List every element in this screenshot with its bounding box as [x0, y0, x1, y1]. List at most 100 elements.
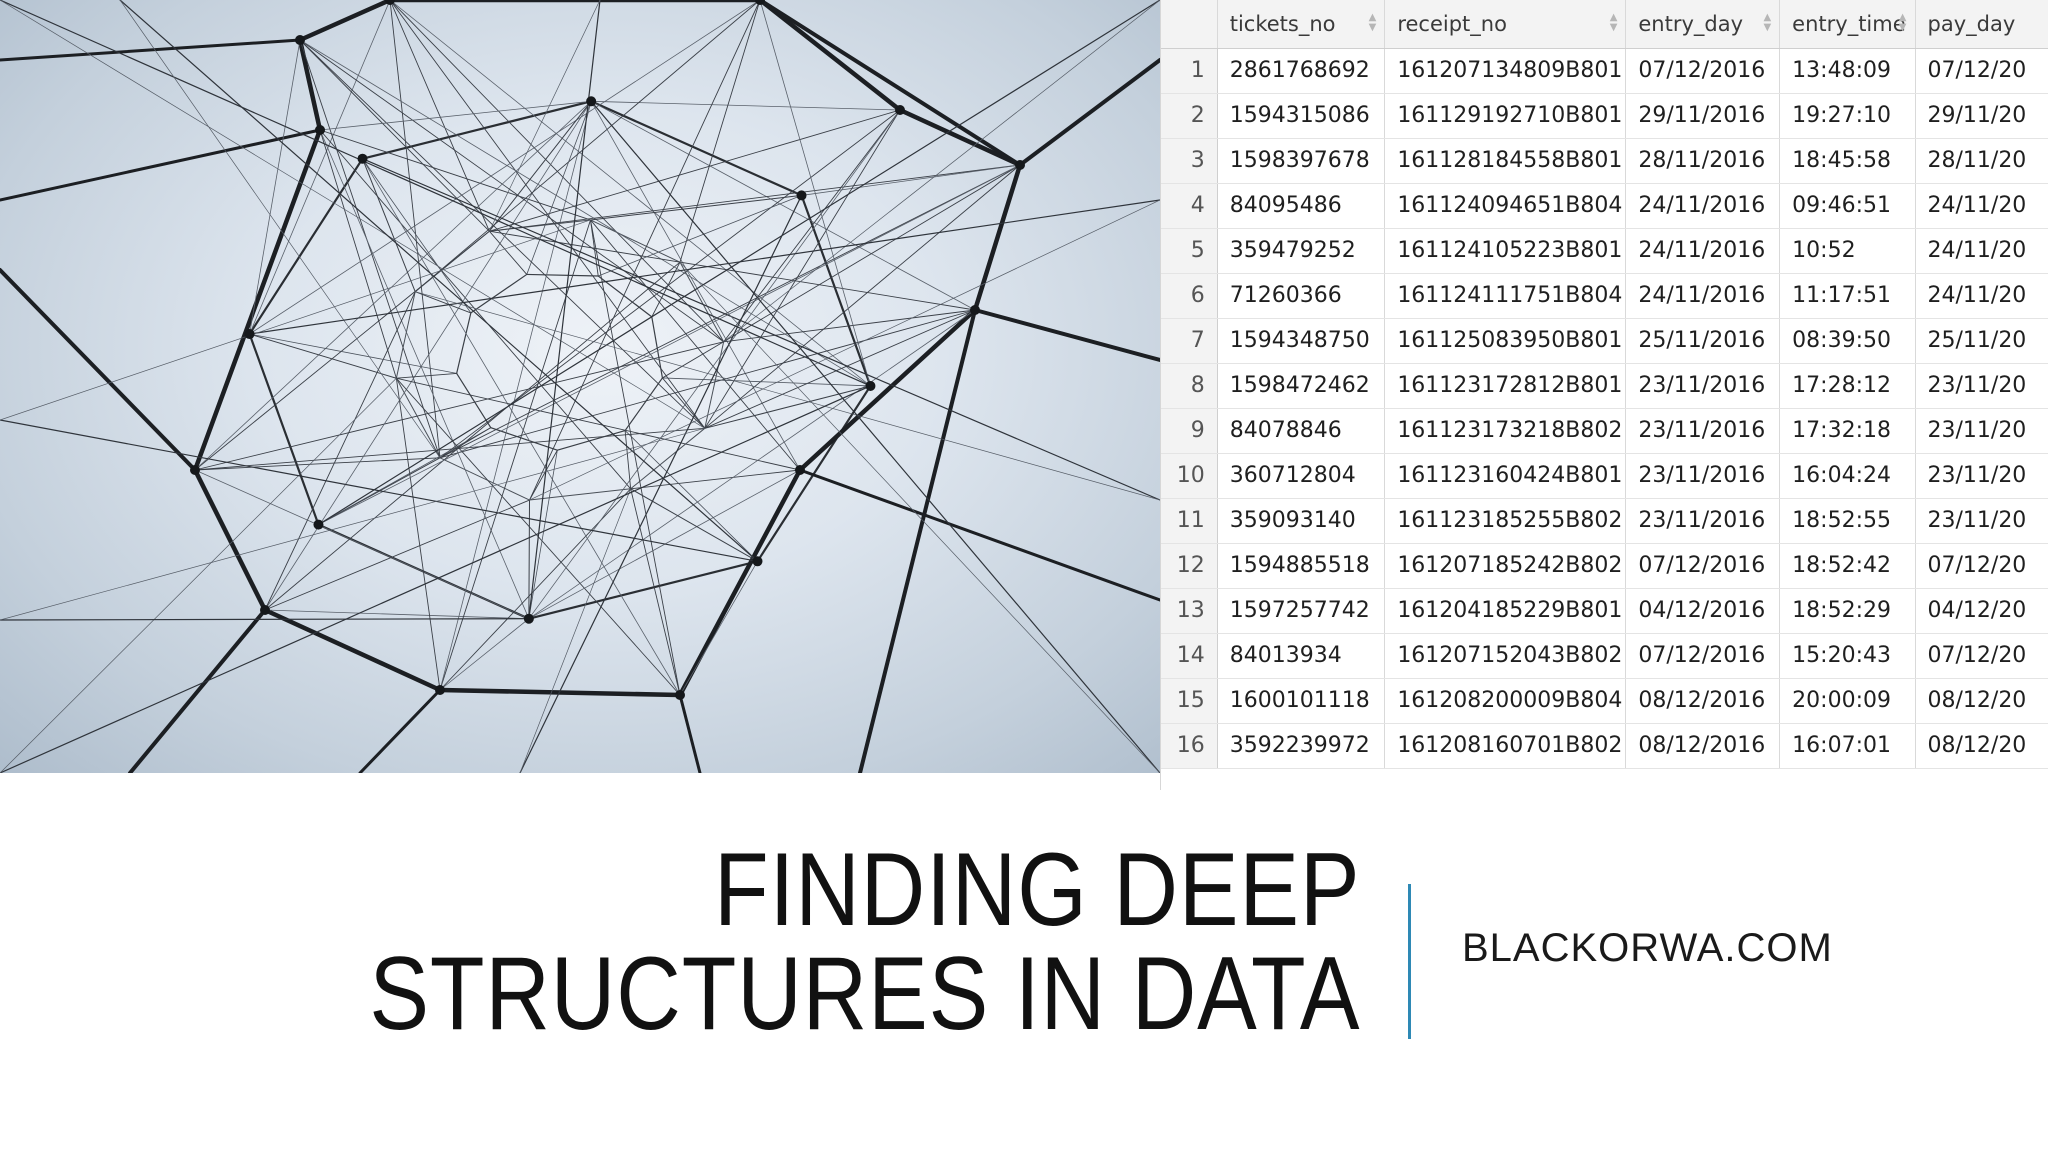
row-number: 7 — [1161, 318, 1218, 364]
table-cell: 84078846 — [1217, 408, 1386, 454]
website-label: BLACKORWA.COM — [1462, 926, 1833, 970]
table-cell: 161124094651B804 — [1384, 183, 1627, 229]
table-cell: 24/11/20 — [1915, 183, 2048, 229]
column-header-receipt-no[interactable]: receipt_no▲▼ — [1384, 0, 1627, 49]
row-number: 2 — [1161, 93, 1218, 139]
table-cell: 161124105223B801 — [1384, 228, 1627, 274]
table-cell: 1597257742 — [1217, 588, 1386, 634]
network-photo — [0, 0, 1160, 773]
table-cell: 08/12/2016 — [1625, 678, 1781, 724]
table-cell: 161208200009B804 — [1384, 678, 1627, 724]
table-cell: 23/11/20 — [1915, 453, 2048, 499]
row-number: 9 — [1161, 408, 1218, 454]
table-cell: 28/11/2016 — [1625, 138, 1781, 184]
table-cell: 23/11/2016 — [1625, 453, 1781, 499]
row-number-header — [1161, 0, 1218, 49]
table-cell: 18:52:42 — [1779, 543, 1916, 589]
table-cell: 07/12/20 — [1915, 543, 2048, 589]
table-cell: 17:32:18 — [1779, 408, 1916, 454]
table-cell: 13:48:09 — [1779, 48, 1916, 94]
table-cell: 161207152043B802 — [1384, 633, 1627, 679]
table-cell: 23/11/2016 — [1625, 498, 1781, 544]
table-cell: 161123160424B801 — [1384, 453, 1627, 499]
table-cell: 84095486 — [1217, 183, 1386, 229]
table-cell: 161207134809B801 — [1384, 48, 1627, 94]
table-cell: 161123185255B802 — [1384, 498, 1627, 544]
table-cell: 161123173218B802 — [1384, 408, 1627, 454]
sort-icon[interactable]: ▲▼ — [1609, 12, 1618, 33]
row-number: 11 — [1161, 498, 1218, 544]
network-lines — [0, 0, 1160, 773]
row-number: 8 — [1161, 363, 1218, 409]
table-cell: 04/12/2016 — [1625, 588, 1781, 634]
column-header-tickets-no[interactable]: tickets_no▲▼ — [1217, 0, 1386, 49]
table-cell: 29/11/20 — [1915, 93, 2048, 139]
table-cell: 18:52:55 — [1779, 498, 1916, 544]
table-cell: 1594315086 — [1217, 93, 1386, 139]
table-cell: 25/11/2016 — [1625, 318, 1781, 364]
row-number: 3 — [1161, 138, 1218, 184]
table-cell: 161124111751B804 — [1384, 273, 1627, 319]
data-table: tickets_no▲▼ receipt_no▲▼ entry_day▲▼ en… — [1161, 0, 2048, 769]
column-header-entry-time[interactable]: entry_time▲▼ — [1779, 0, 1916, 49]
title-divider — [1408, 884, 1411, 1039]
table-cell: 161123172812B801 — [1384, 363, 1627, 409]
table-cell: 20:00:09 — [1779, 678, 1916, 724]
row-number: 16 — [1161, 723, 1218, 769]
sort-icon[interactable]: ▲▼ — [1763, 12, 1772, 33]
table-cell: 07/12/2016 — [1625, 633, 1781, 679]
table-cell: 29/11/2016 — [1625, 93, 1781, 139]
table-cell: 07/12/2016 — [1625, 48, 1781, 94]
row-number: 13 — [1161, 588, 1218, 634]
table-cell: 23/11/20 — [1915, 363, 2048, 409]
table-cell: 24/11/20 — [1915, 273, 2048, 319]
row-number: 6 — [1161, 273, 1218, 319]
table-cell: 3592239972 — [1217, 723, 1386, 769]
sort-icon[interactable]: ▲▼ — [1898, 12, 1907, 33]
table-cell: 161129192710B801 — [1384, 93, 1627, 139]
table-cell: 04/12/20 — [1915, 588, 2048, 634]
table-cell: 08:39:50 — [1779, 318, 1916, 364]
row-number: 12 — [1161, 543, 1218, 589]
row-number: 4 — [1161, 183, 1218, 229]
table-cell: 15:20:43 — [1779, 633, 1916, 679]
table-cell: 1600101118 — [1217, 678, 1386, 724]
title-line-1: FINDING DEEP — [713, 832, 1360, 948]
data-table-panel: tickets_no▲▼ receipt_no▲▼ entry_day▲▼ en… — [1160, 0, 2048, 790]
column-header-pay-day[interactable]: pay_day — [1915, 0, 2048, 49]
table-cell: 1594348750 — [1217, 318, 1386, 364]
table-cell: 359479252 — [1217, 228, 1386, 274]
table-cell: 07/12/20 — [1915, 633, 2048, 679]
table-cell: 09:46:51 — [1779, 183, 1916, 229]
table-cell: 07/12/2016 — [1625, 543, 1781, 589]
column-header-entry-day[interactable]: entry_day▲▼ — [1625, 0, 1781, 49]
row-number: 5 — [1161, 228, 1218, 274]
table-cell: 84013934 — [1217, 633, 1386, 679]
table-cell: 17:28:12 — [1779, 363, 1916, 409]
table-cell: 28/11/20 — [1915, 138, 2048, 184]
row-number: 1 — [1161, 48, 1218, 94]
table-cell: 161125083950B801 — [1384, 318, 1627, 364]
table-cell: 23/11/20 — [1915, 498, 2048, 544]
table-cell: 360712804 — [1217, 453, 1386, 499]
table-cell: 25/11/20 — [1915, 318, 2048, 364]
row-number: 10 — [1161, 453, 1218, 499]
table-cell: 11:17:51 — [1779, 273, 1916, 319]
sort-icon[interactable]: ▲▼ — [1368, 12, 1377, 33]
